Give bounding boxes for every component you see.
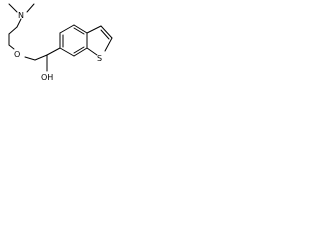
bond-thio-2-inner: [100, 29, 110, 40]
bond-thio-1: [86, 25, 102, 34]
bond-benz-3-inner: [73, 27, 85, 35]
structure-canvas: N O OH S: [0, 0, 120, 99]
bond-c3-o: [8, 44, 15, 50]
bond-methyl-1: [8, 3, 18, 13]
bond-thio-3: [104, 37, 113, 52]
bond-n-c1: [16, 18, 22, 28]
bond-c1-c2: [8, 26, 18, 35]
bond-benz-5: [73, 47, 88, 57]
bond-benz-2: [59, 24, 75, 34]
bond-o-c4: [24, 56, 36, 61]
bond-c5-ring: [46, 47, 61, 56]
ether-oxygen-label: O: [14, 50, 20, 59]
bond-c4-c5: [34, 54, 48, 61]
bond-benz-3: [73, 24, 88, 34]
chemical-structure-diagram: N O OH S: [8, 3, 113, 82]
bond-methyl-2: [26, 3, 35, 13]
hydroxyl-label: OH: [41, 73, 53, 82]
bond-thio-2: [100, 25, 113, 39]
bond-benz-6: [59, 47, 75, 57]
bond-thio-4: [86, 47, 98, 56]
sulfur-label: S: [97, 54, 102, 63]
nitrogen-label: N: [18, 11, 24, 20]
bond-benz-5-inner: [73, 46, 85, 54]
